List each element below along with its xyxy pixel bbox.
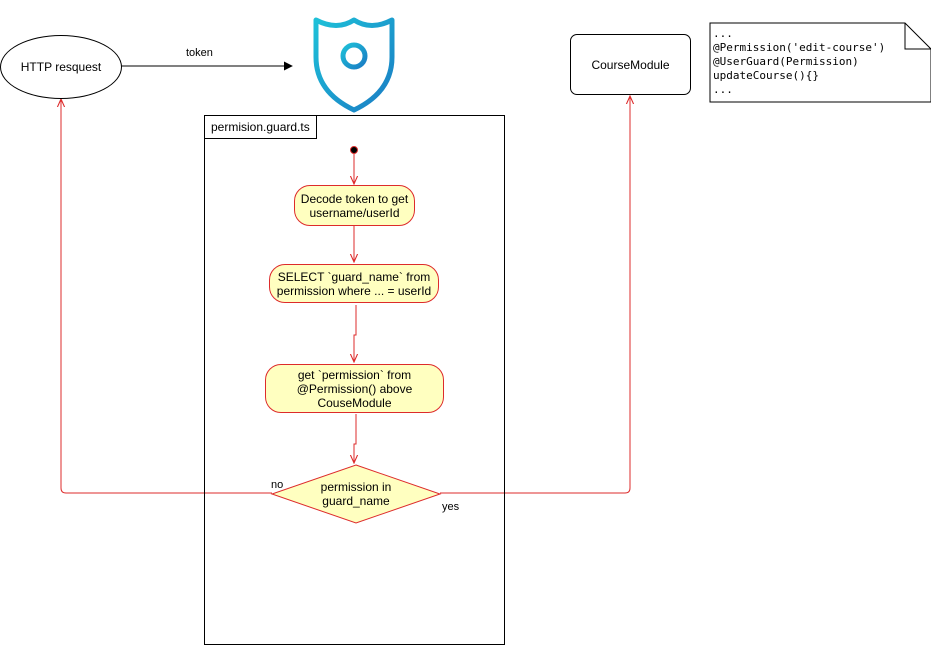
start-node (350, 146, 358, 154)
edge-select-get (354, 305, 356, 362)
get-permission-label: get `permission` from @Permission() abov… (296, 367, 413, 410)
note-line: @Permission('edit-course') (713, 41, 886, 54)
note-line: @UserGuard(Permission) (713, 55, 859, 68)
course-module-label: CourseModule (591, 57, 670, 72)
shield-lock-icon (313, 17, 395, 113)
decision-label: permission in guard_name (320, 480, 392, 508)
note-line: updateCourse(){} (713, 69, 819, 82)
http-request-label: HTTP resquest (20, 60, 102, 74)
edge-no (61, 99, 272, 494)
decode-token-label: Decode token to get username/userId (300, 191, 409, 220)
decode-token-activity: Decode token to get username/userId (294, 185, 415, 226)
decision-diamond (270, 464, 442, 524)
no-label: no (271, 479, 284, 491)
note-line: ... (713, 83, 733, 96)
http-request-node: HTTP resquest (0, 35, 122, 99)
note-line: ... (713, 27, 733, 40)
yes-label: yes (442, 501, 460, 513)
edge-get-decision (354, 414, 356, 463)
code-note (709, 22, 931, 103)
get-permission-activity: get `permission` from @Permission() abov… (265, 364, 444, 413)
code-note-text: ... @Permission('edit-course') @UserGuar… (713, 27, 885, 97)
course-module-node: CourseModule (570, 34, 691, 95)
select-guard-activity: SELECT `guard_name` from permission wher… (269, 264, 439, 303)
edge-yes (440, 96, 630, 494)
frame-title: permision.guard.ts (205, 116, 317, 139)
token-label: token (186, 47, 213, 59)
select-guard-label: SELECT `guard_name` from permission wher… (276, 269, 432, 298)
